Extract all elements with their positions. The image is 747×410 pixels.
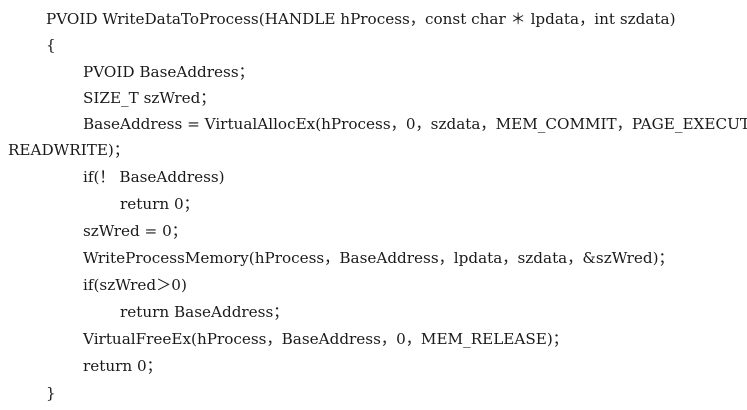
- code-line-open-brace: {: [46, 36, 56, 54]
- code-line-close-brace: }: [46, 384, 56, 402]
- code-line-function-signature: PVOID WriteDataToProcess(HANDLE hProcess…: [46, 10, 676, 28]
- code-line-if-not-base-address: if(！ BaseAddress): [83, 168, 225, 186]
- code-line-return-zero: return 0；: [83, 357, 162, 375]
- code-line-szwred-decl: SIZE_T szWred；: [83, 89, 216, 107]
- code-line-virtual-alloc: BaseAddress = VirtualAllocEx(hProcess，0，…: [83, 115, 747, 133]
- code-line-if-szwred-positive: if(szWred＞0): [83, 276, 187, 294]
- code-line-write-process-memory: WriteProcessMemory(hProcess，BaseAddress，…: [83, 249, 674, 267]
- code-line-virtual-free: VirtualFreeEx(hProcess，BaseAddress，0，MEM…: [83, 330, 568, 348]
- code-line-return-zero-inner: return 0；: [120, 195, 199, 213]
- code-line-szwred-assign: szWred = 0；: [83, 222, 187, 240]
- code-line-return-base-address: return BaseAddress；: [120, 303, 289, 321]
- code-line-base-address-decl: PVOID BaseAddress；: [83, 63, 254, 81]
- code-line-virtual-alloc-wrap: READWRITE)；: [8, 141, 130, 159]
